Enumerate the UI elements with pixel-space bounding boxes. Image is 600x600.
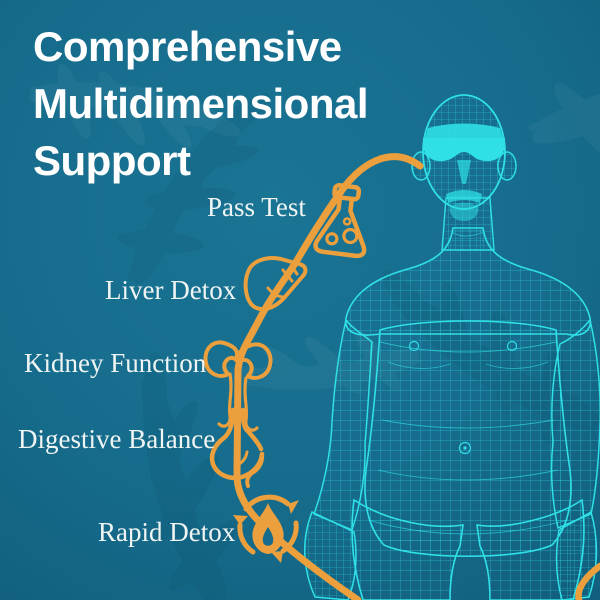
nipple-left bbox=[408, 340, 420, 352]
wireframe-human-icon bbox=[304, 94, 600, 600]
glasses-icon bbox=[423, 138, 505, 162]
liver-icon bbox=[243, 256, 308, 312]
eyebrows bbox=[425, 123, 503, 139]
nipple-right bbox=[506, 340, 518, 352]
flame-droplet bbox=[262, 527, 274, 546]
ear-right bbox=[497, 151, 517, 181]
kidneys-icon bbox=[203, 340, 273, 432]
mouth bbox=[449, 203, 479, 221]
navel bbox=[458, 441, 472, 455]
nose bbox=[457, 160, 471, 184]
corner-accent-path bbox=[575, 562, 600, 600]
mustache bbox=[446, 190, 482, 203]
flask-icon bbox=[313, 183, 367, 259]
flame-cycle-icon bbox=[233, 494, 299, 563]
stomach-icon bbox=[209, 407, 265, 488]
